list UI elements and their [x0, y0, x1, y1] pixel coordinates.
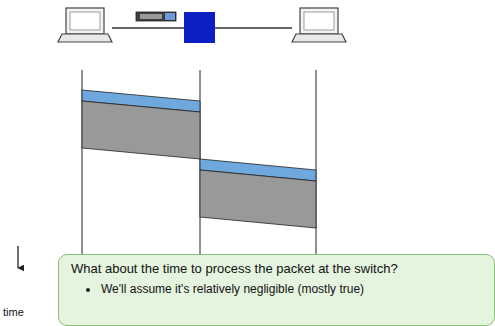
- callout-box: What about the time to process the packe…: [58, 254, 495, 326]
- link-wire: [215, 27, 292, 29]
- time-arrow: [17, 246, 18, 268]
- bullet-dot: [86, 288, 90, 292]
- callout-question: What about the time to process the packe…: [71, 261, 484, 278]
- link-wire: [112, 27, 184, 29]
- axis-label: time: [3, 306, 24, 318]
- payload-band: [200, 170, 316, 228]
- packet-icon: [136, 12, 176, 21]
- laptop-icon: [292, 8, 346, 42]
- callout-bullet: We'll assume it's relatively negligible …: [71, 282, 484, 298]
- laptop-icon: [58, 8, 112, 42]
- payload-band: [82, 101, 200, 159]
- switch-box: [184, 12, 215, 43]
